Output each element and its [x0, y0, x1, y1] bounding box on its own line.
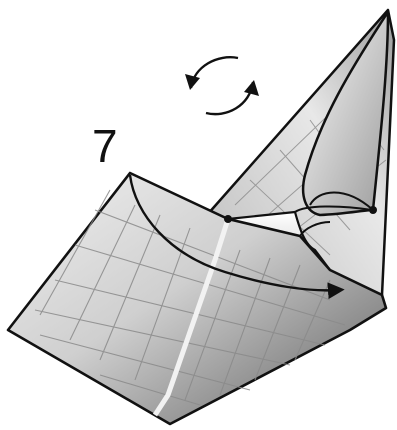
step-number: 7 — [92, 120, 118, 172]
rotate-icon — [185, 57, 259, 114]
reference-point-left — [224, 215, 232, 223]
reference-point-right — [369, 206, 377, 214]
